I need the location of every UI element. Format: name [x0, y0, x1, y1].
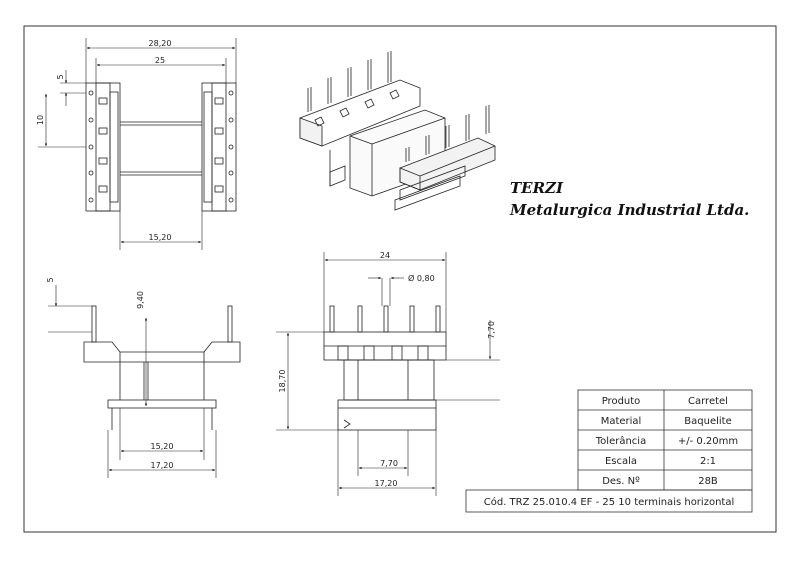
title-block — [465, 389, 753, 513]
company-subtitle: Metalurgica Industrial Ltda. — [509, 201, 749, 219]
tb-value-material: Baquelite — [684, 416, 731, 427]
top-view-dimensions — [38, 38, 237, 250]
tb-label-escala: Escala — [605, 456, 637, 467]
tb-value-tolerancia: +/- 0.20mm — [678, 436, 738, 447]
dim-top-inner-width: 25 — [155, 56, 165, 65]
dim-side-right-height: 7,70 — [487, 321, 496, 339]
tb-value-escala: 2:1 — [700, 456, 716, 467]
tb-label-produto: Produto — [602, 396, 641, 407]
tb-label-material: Material — [601, 416, 642, 427]
dim-top-bottom-width: 15,20 — [149, 233, 172, 242]
dim-top-overall-width: 28,20 — [149, 39, 172, 48]
tb-label-tolerancia: Tolerância — [595, 435, 646, 447]
front-view — [83, 305, 241, 430]
title-block-rows: Produto Carretel Material Baquelite Tole… — [484, 396, 738, 508]
dim-side-core-width: 7,70 — [380, 459, 398, 468]
company-name: TERZI — [510, 179, 564, 197]
sheet-border — [23, 25, 777, 533]
dim-front-inner-width: 15,20 — [151, 442, 174, 451]
dim-side-base-width: 17,20 — [375, 479, 398, 488]
side-view-dimensions — [276, 252, 500, 496]
tb-value-produto: Carretel — [688, 396, 728, 407]
dim-top-pin-pitch: 10 — [36, 115, 45, 125]
dim-side-width: 24 — [380, 251, 390, 260]
front-view-dimensions — [48, 285, 217, 478]
tb-footer-code: Cód. TRZ 25.010.4 EF - 25 10 terminais h… — [484, 496, 734, 508]
dim-side-pin-diameter: Ø 0,80 — [408, 273, 435, 283]
tb-value-des-no: 28B — [698, 476, 718, 487]
top-view — [85, 82, 237, 212]
dim-front-base-width: 17,20 — [151, 461, 174, 470]
dim-side-total-height: 18,70 — [278, 370, 287, 393]
isometric-view — [299, 51, 496, 211]
side-view — [323, 305, 447, 431]
dim-top-pin-offset: 5 — [56, 74, 65, 79]
dim-front-body-height: 9,40 — [136, 291, 145, 309]
dim-front-pin-height: 5 — [46, 277, 55, 282]
tb-label-des-no: Des. Nº — [602, 476, 640, 487]
